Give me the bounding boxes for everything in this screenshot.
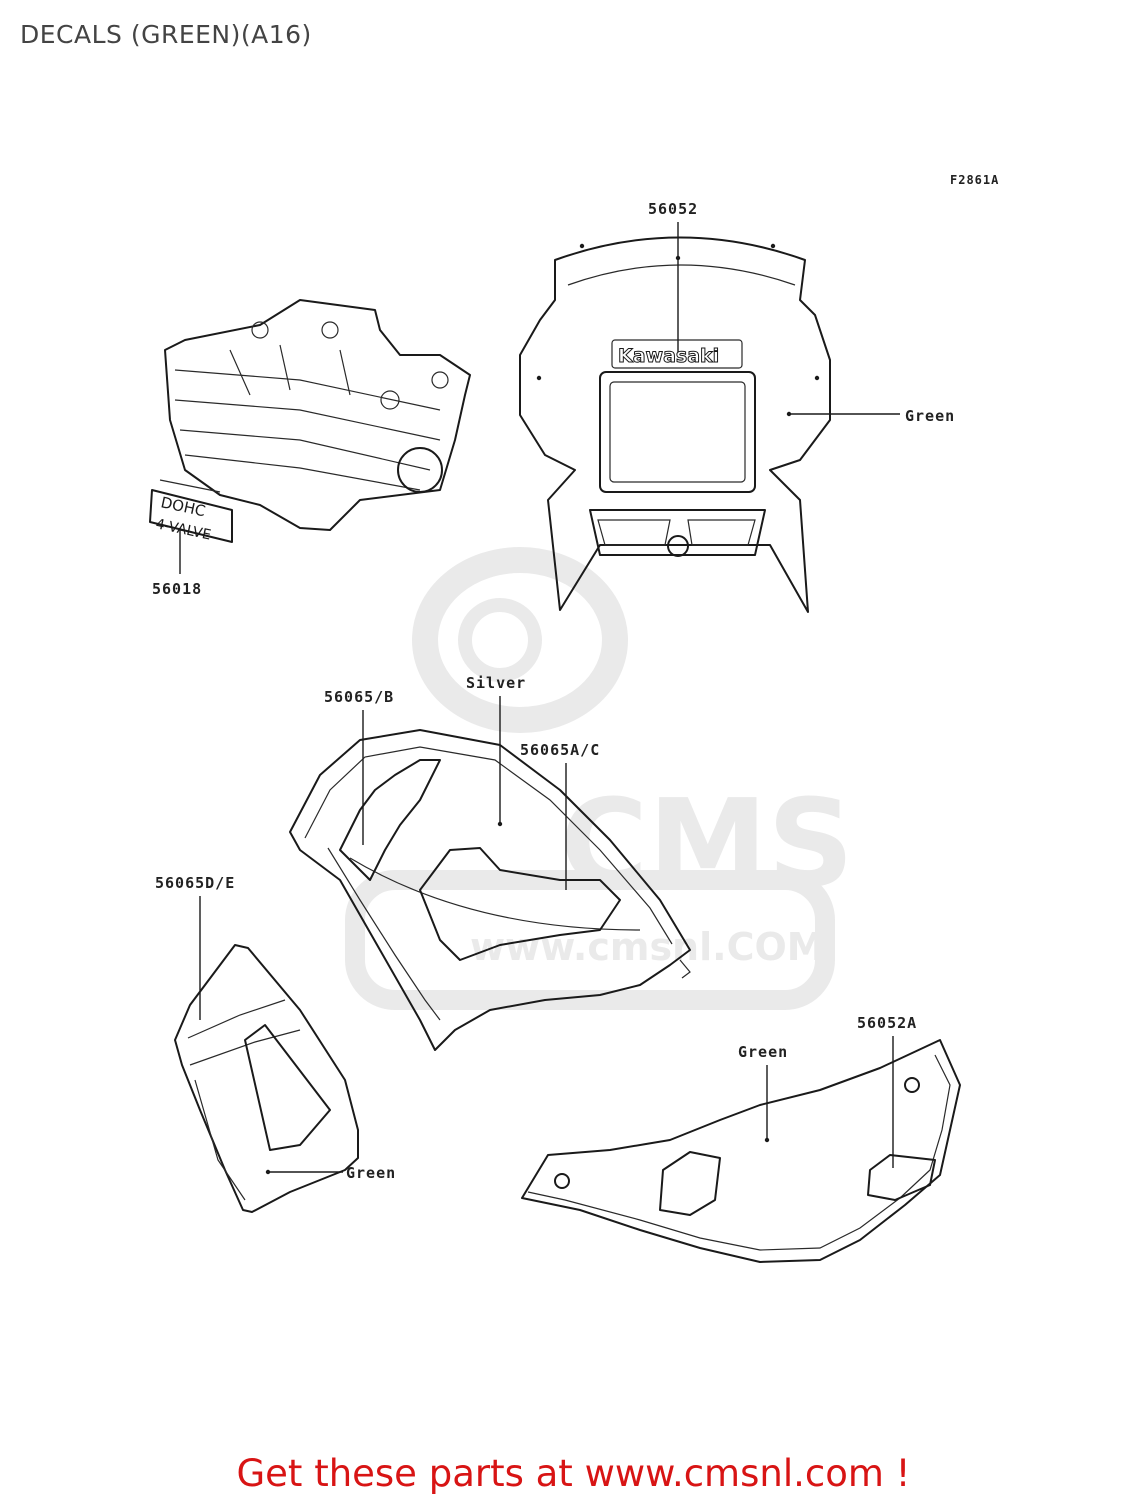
- watermark-url: www.cmsnl.COM: [470, 925, 825, 969]
- valve-label-line1: DOHC: [159, 493, 207, 520]
- callout-side-green: Green: [738, 1043, 788, 1061]
- callout-tank-silver: Silver: [466, 674, 526, 692]
- callout-56018: 56018: [152, 580, 202, 598]
- watermark-text: CMS: [560, 775, 854, 914]
- callout-56052a: 56052A: [857, 1014, 917, 1032]
- front-cowl-illustration: Kawasaki: [519, 236, 831, 613]
- callout-cowl-green: Green: [905, 407, 955, 425]
- side-cover-illustration: [521, 1039, 961, 1263]
- callout-56065-de: 56065D/E: [155, 874, 235, 892]
- cylinder-head-illustration: [164, 299, 471, 531]
- cowl-logo: Kawasaki: [618, 345, 719, 367]
- page-title: DECALS (GREEN)(A16): [20, 20, 312, 49]
- fuel-tank-illustration: [289, 729, 691, 1051]
- callout-56052: 56052: [648, 200, 698, 218]
- cms-watermark: CMS www.cmsnl.COM: [345, 547, 854, 1010]
- footer-cta[interactable]: Get these parts at www.cmsnl.com !: [236, 1452, 911, 1495]
- figure-code: F2861A: [950, 173, 999, 187]
- callout-shroud-green: Green: [346, 1164, 396, 1182]
- callout-56065-b: 56065/B: [324, 688, 394, 706]
- dohc-4-valve-decal: DOHC 4-VALVE: [149, 479, 233, 544]
- radiator-shroud-illustration: [174, 944, 359, 1213]
- callout-56065-ac: 56065A/C: [520, 741, 600, 759]
- valve-label-line2: 4-VALVE: [154, 516, 212, 543]
